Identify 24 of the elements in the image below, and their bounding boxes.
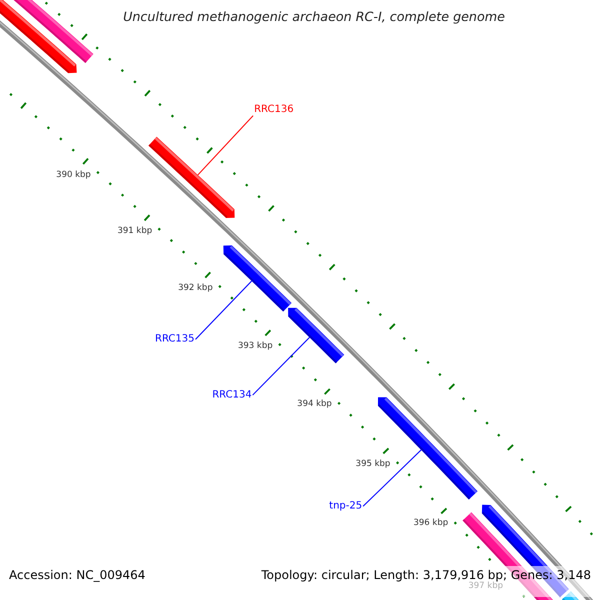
gene-block bbox=[148, 136, 235, 218]
genome-stats-text: Topology: circular; Length: 3,179,916 bp; Genes: 3,148 bbox=[261, 569, 591, 581]
leader-line bbox=[197, 115, 254, 176]
gene-label: RRC135 bbox=[155, 334, 194, 346]
gene-label: RRC134 bbox=[212, 389, 252, 401]
tick-label: 397 kbp bbox=[468, 582, 503, 590]
gene-block bbox=[0, 0, 77, 74]
title: Uncultured methanogenic archaeon RC-I, complete genome bbox=[123, 10, 505, 25]
gene-block bbox=[288, 308, 344, 364]
tick-label: 393 kbp bbox=[238, 342, 273, 350]
gene-label: RRC136 bbox=[254, 104, 294, 116]
leader-line bbox=[252, 336, 310, 396]
tick-label: 395 kbp bbox=[356, 459, 390, 468]
tick-label: 390 kbp bbox=[56, 170, 91, 179]
accession-text: Accession: NC_009464 bbox=[9, 569, 146, 581]
gene-block bbox=[223, 245, 292, 312]
tick-label: 391 kbp bbox=[117, 226, 152, 236]
tick-label: 394 kbp bbox=[297, 400, 332, 409]
tick-label: 392 kbp bbox=[178, 284, 213, 292]
tick-label: 396 kbp bbox=[413, 519, 448, 528]
gene-label: tnp-25 bbox=[329, 500, 362, 512]
leader-line bbox=[362, 449, 422, 507]
leader-line bbox=[195, 280, 252, 340]
gene-block bbox=[562, 591, 579, 600]
